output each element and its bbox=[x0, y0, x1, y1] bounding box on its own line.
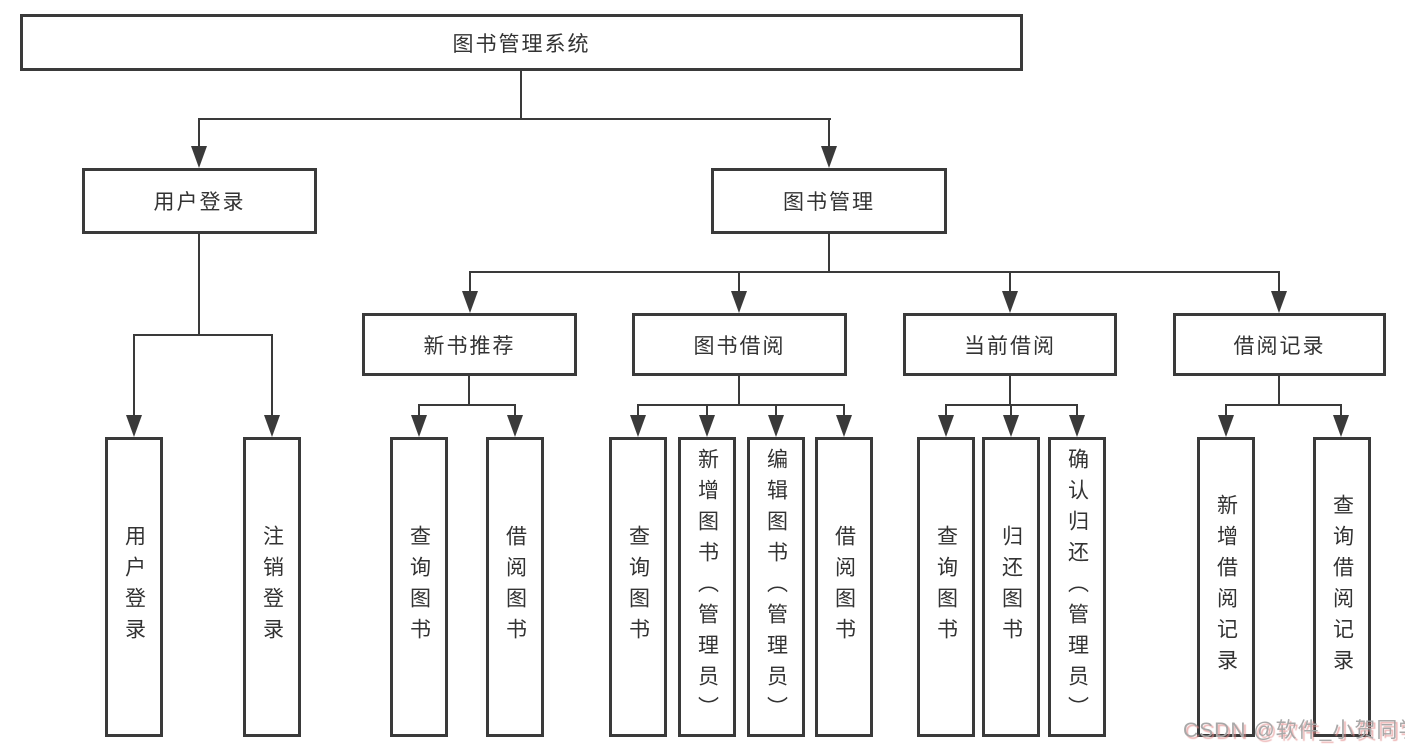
node-current-borrow: 当前借阅 bbox=[903, 313, 1117, 376]
arrow-down-icon bbox=[462, 291, 478, 313]
arrow-down-icon bbox=[768, 415, 784, 437]
arrow-down-icon bbox=[507, 415, 523, 437]
connector-leaf-stem bbox=[637, 404, 639, 416]
connector-leaf-stem bbox=[1340, 404, 1342, 416]
leaf-user-login: 用户登录 bbox=[105, 437, 163, 737]
leaf-query-borrow-record: 查询借阅记录 bbox=[1313, 437, 1371, 737]
connector-leaf-stem bbox=[514, 404, 516, 416]
arrow-down-icon bbox=[1218, 415, 1234, 437]
leaf-add-books-admin: 新增图书（管理员） bbox=[678, 437, 736, 737]
arrow-down-icon bbox=[191, 146, 207, 168]
connector-down bbox=[1009, 376, 1011, 405]
leaf-borrow-books: 借阅图书 bbox=[815, 437, 873, 737]
arrow-down-icon bbox=[1003, 415, 1019, 437]
connector-leaf-stem bbox=[945, 404, 947, 416]
connector-hline bbox=[637, 404, 845, 406]
leaf-query-books: 查询图书 bbox=[917, 437, 975, 737]
connector-new-books-stem bbox=[469, 271, 471, 293]
connector-leaf-stem bbox=[1076, 404, 1078, 416]
arrow-down-icon bbox=[836, 415, 852, 437]
leaf-confirm-return-admin: 确认归还（管理员） bbox=[1048, 437, 1106, 737]
node-borrow-records: 借阅记录 bbox=[1173, 313, 1386, 376]
arrow-down-icon bbox=[1271, 291, 1287, 313]
leaf-query-books: 查询图书 bbox=[609, 437, 667, 737]
connector-borrow-records-stem bbox=[1278, 271, 1280, 293]
connector-hline bbox=[1225, 404, 1342, 406]
connector-leaf-stem bbox=[1225, 404, 1227, 416]
connector-down bbox=[1278, 376, 1280, 405]
arrow-down-icon bbox=[731, 291, 747, 313]
connector-book-mgmt-down bbox=[828, 234, 830, 273]
connector-book-mgmt-stem bbox=[828, 118, 830, 148]
connector-user-login-down bbox=[198, 234, 200, 336]
connector-book-borrow-stem bbox=[738, 271, 740, 293]
node-root: 图书管理系统 bbox=[20, 14, 1023, 71]
connector-down bbox=[468, 376, 470, 405]
connector-leaf-stem bbox=[775, 404, 777, 416]
leaf-borrow-books: 借阅图书 bbox=[486, 437, 544, 737]
leaf-return-books: 归还图书 bbox=[982, 437, 1040, 737]
arrow-down-icon bbox=[821, 146, 837, 168]
arrow-down-icon bbox=[264, 415, 280, 437]
connector-level2-hline bbox=[198, 118, 831, 120]
leaf-logout: 注销登录 bbox=[243, 437, 301, 737]
leaf-query-books: 查询图书 bbox=[390, 437, 448, 737]
connector-leaf-stem bbox=[1010, 404, 1012, 416]
connector-leaf-stem bbox=[418, 404, 420, 416]
connector-leaf-stem bbox=[706, 404, 708, 416]
node-user-login: 用户登录 bbox=[82, 168, 317, 234]
connector-leaf-stem bbox=[133, 334, 135, 415]
arrow-down-icon bbox=[630, 415, 646, 437]
node-new-book-recommend: 新书推荐 bbox=[362, 313, 577, 376]
arrow-down-icon bbox=[126, 415, 142, 437]
node-book-borrow: 图书借阅 bbox=[632, 313, 847, 376]
connector-hline bbox=[418, 404, 516, 406]
connector-current-borrow-stem bbox=[1009, 271, 1011, 293]
connector-user-login-stem bbox=[198, 118, 200, 148]
connector-leaf-stem bbox=[271, 334, 273, 415]
leaf-edit-books-admin: 编辑图书（管理员） bbox=[747, 437, 805, 737]
arrow-down-icon bbox=[411, 415, 427, 437]
arrow-down-icon bbox=[699, 415, 715, 437]
connector-root-stem bbox=[520, 71, 522, 119]
arrow-down-icon bbox=[938, 415, 954, 437]
leaf-add-borrow-record: 新增借阅记录 bbox=[1197, 437, 1255, 737]
arrow-down-icon bbox=[1002, 291, 1018, 313]
csdn-watermark: CSDN @软件_小贺同学 bbox=[1183, 719, 1405, 742]
node-book-management: 图书管理 bbox=[711, 168, 947, 234]
connector-down bbox=[738, 376, 740, 405]
connector-leaf-stem bbox=[843, 404, 845, 416]
connector-user-login-hline bbox=[133, 334, 273, 336]
connector-level3-hline bbox=[469, 271, 1280, 273]
arrow-down-icon bbox=[1069, 415, 1085, 437]
arrow-down-icon bbox=[1333, 415, 1349, 437]
